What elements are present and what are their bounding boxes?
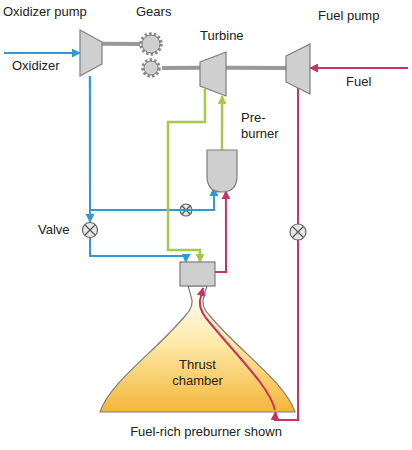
inlet-label: Oxidizer (12, 58, 60, 74)
fuel-valve (290, 224, 306, 240)
valve-outline (82, 222, 98, 238)
part-label: Valve (38, 222, 70, 238)
part-label: Thrust chamber (163, 357, 233, 389)
inlet-label: Fuel (346, 74, 371, 90)
caption: Fuel-rich preburner shown (0, 424, 412, 440)
turbine-exhaust (168, 89, 205, 262)
fuel-pump-outline (286, 44, 310, 94)
part-label: Fuel pump (318, 8, 379, 24)
oxidizer-pump: Oxidizer pump (80, 30, 102, 76)
shaft (162, 66, 200, 70)
oxidizer-branch (90, 76, 214, 210)
part-label: Turbine (200, 28, 244, 44)
thrust-chamber-outline (100, 262, 295, 412)
fuel-inlet (310, 67, 408, 69)
thrust-chamber: Thrust chamber (100, 262, 295, 412)
fuel-to-preburner (215, 191, 226, 272)
oxidizer-inlet (4, 52, 80, 54)
preburner: Pre- burner (207, 150, 237, 192)
valve: Valve (82, 222, 98, 238)
shaft (226, 66, 286, 70)
preburner-outline (207, 150, 237, 192)
turbine-outline (200, 52, 226, 96)
part-label: Oxidizer pump (3, 4, 87, 20)
gears-outline (140, 30, 162, 80)
shaft (102, 42, 140, 46)
part-label: Pre- burner (241, 110, 291, 142)
fuel-pump: Fuel pump (286, 44, 310, 94)
gears: Gears (140, 30, 162, 80)
hot-gas-line (221, 96, 224, 150)
turbine: Turbine (200, 52, 226, 96)
oxidizer-pump-outline (80, 30, 102, 76)
part-label: Gears (136, 4, 171, 20)
